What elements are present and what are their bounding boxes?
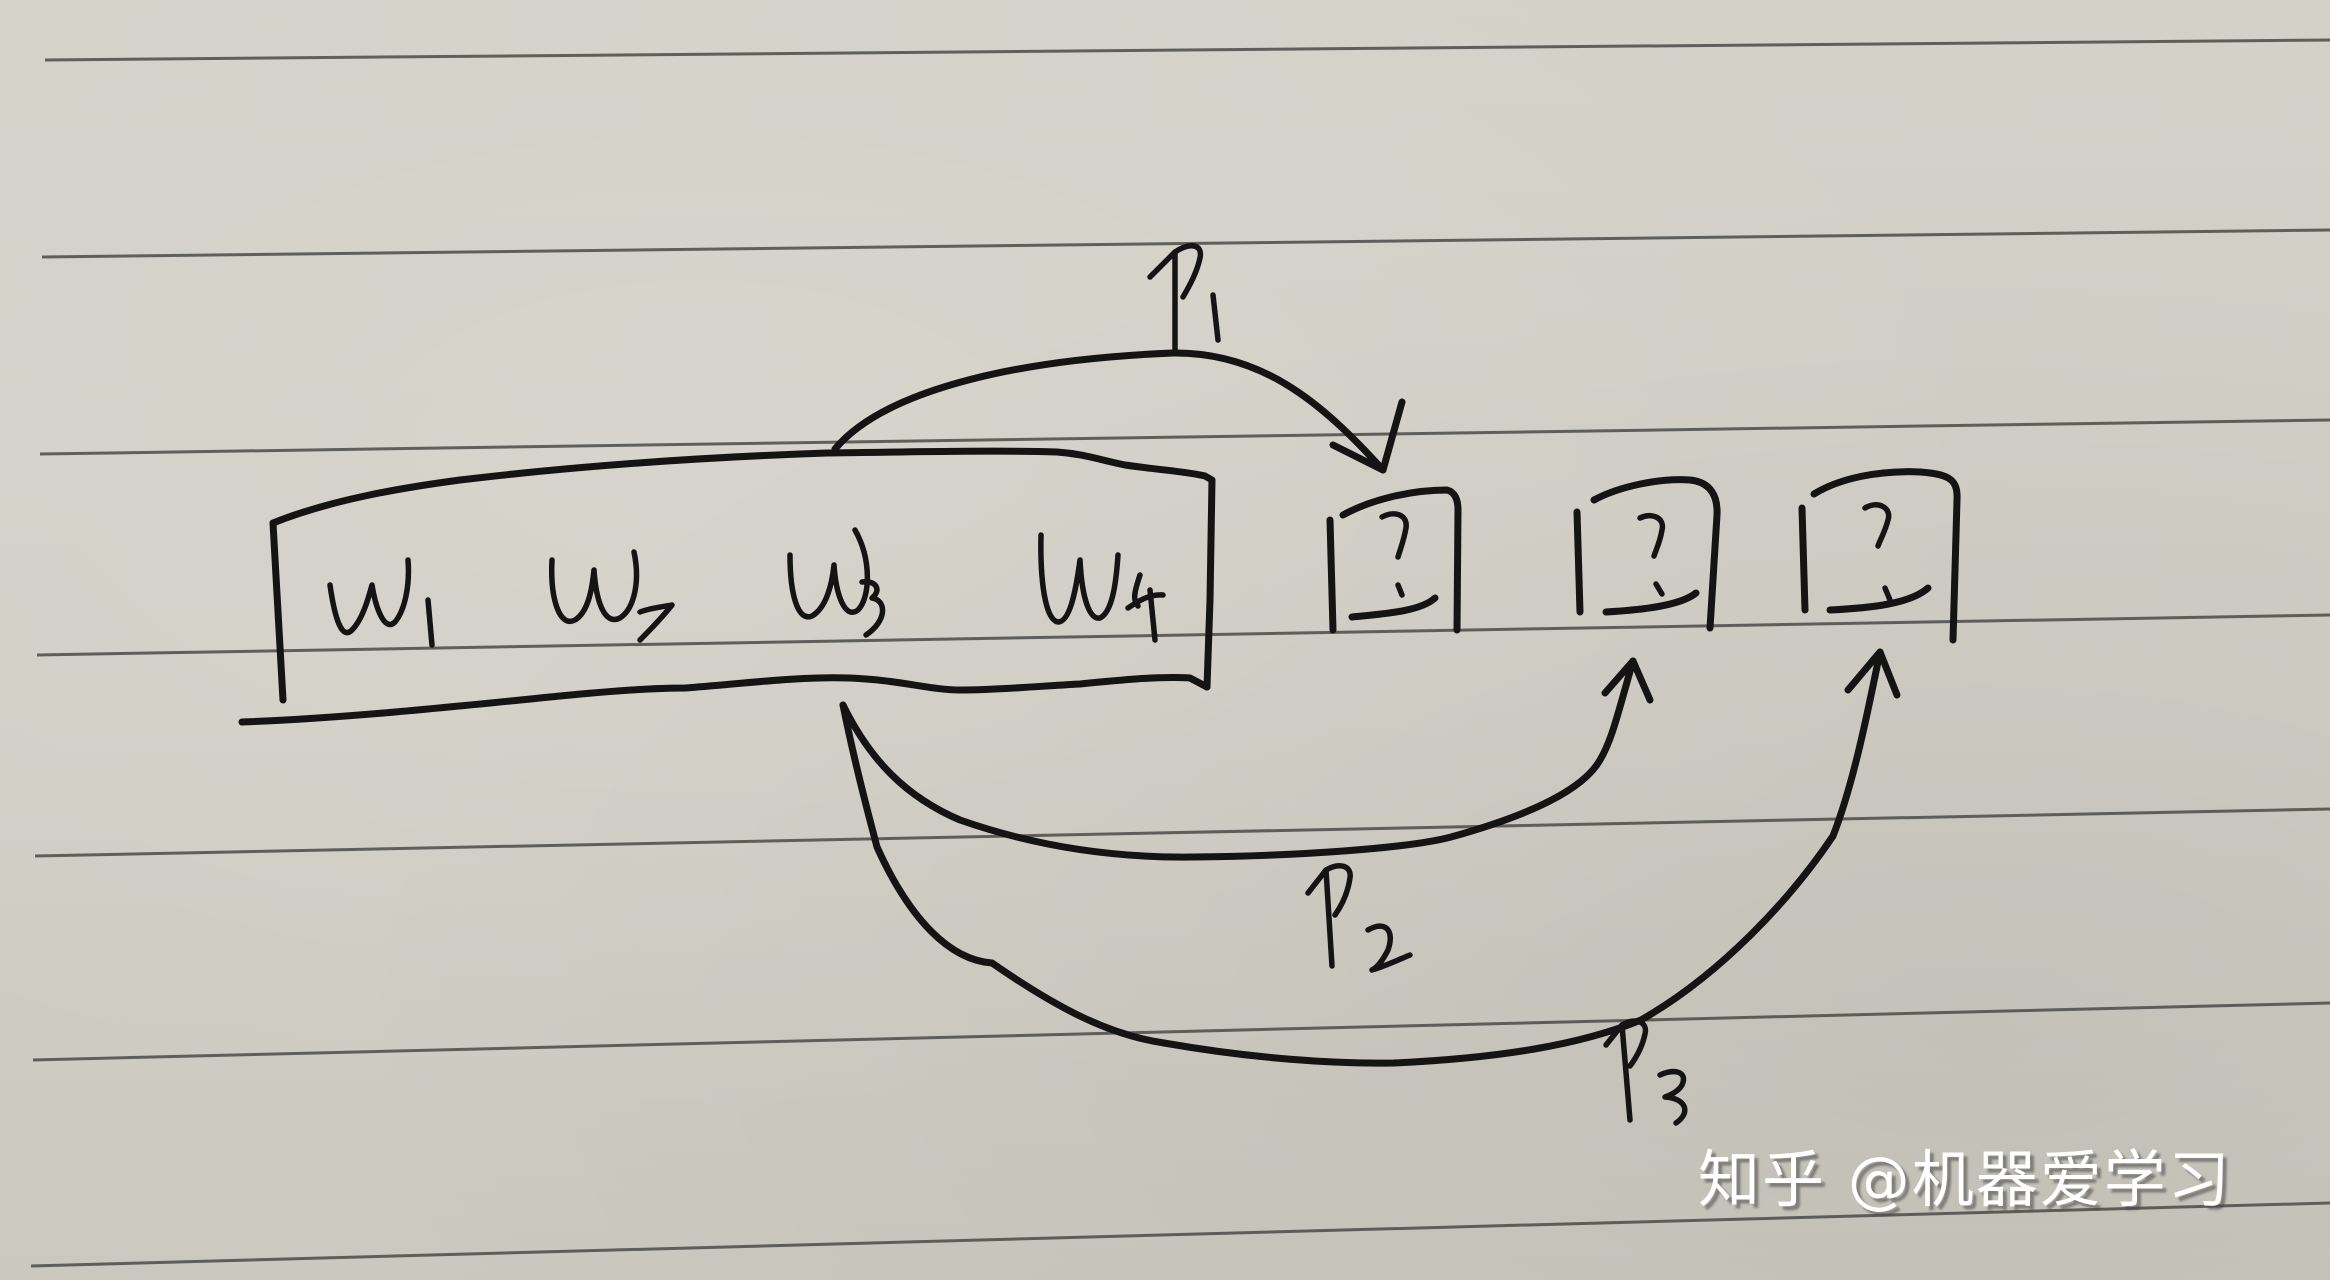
token-w4 [1038,532,1166,643]
token-w3 [787,527,886,638]
context-window-box [238,447,1216,726]
predicted-slot-2 [1573,476,1721,632]
token-w1 [327,557,435,648]
edge-p1-arrow [831,349,1406,474]
predicted-slot-3 [1798,468,1961,644]
watermark: 知乎 @机器爱学习 [1698,1143,2232,1216]
notebook-rule-lines [30,38,2330,1268]
edge-p2-arrow [839,657,1654,861]
predicted-slot-1 [1326,486,1462,634]
edge-p3-arrow [839,648,1901,1067]
edge-label-p1 [1147,243,1221,353]
edge-label-p2 [1305,863,1413,973]
edge-label-p3 [1603,1018,1688,1126]
token-w2 [549,549,675,643]
